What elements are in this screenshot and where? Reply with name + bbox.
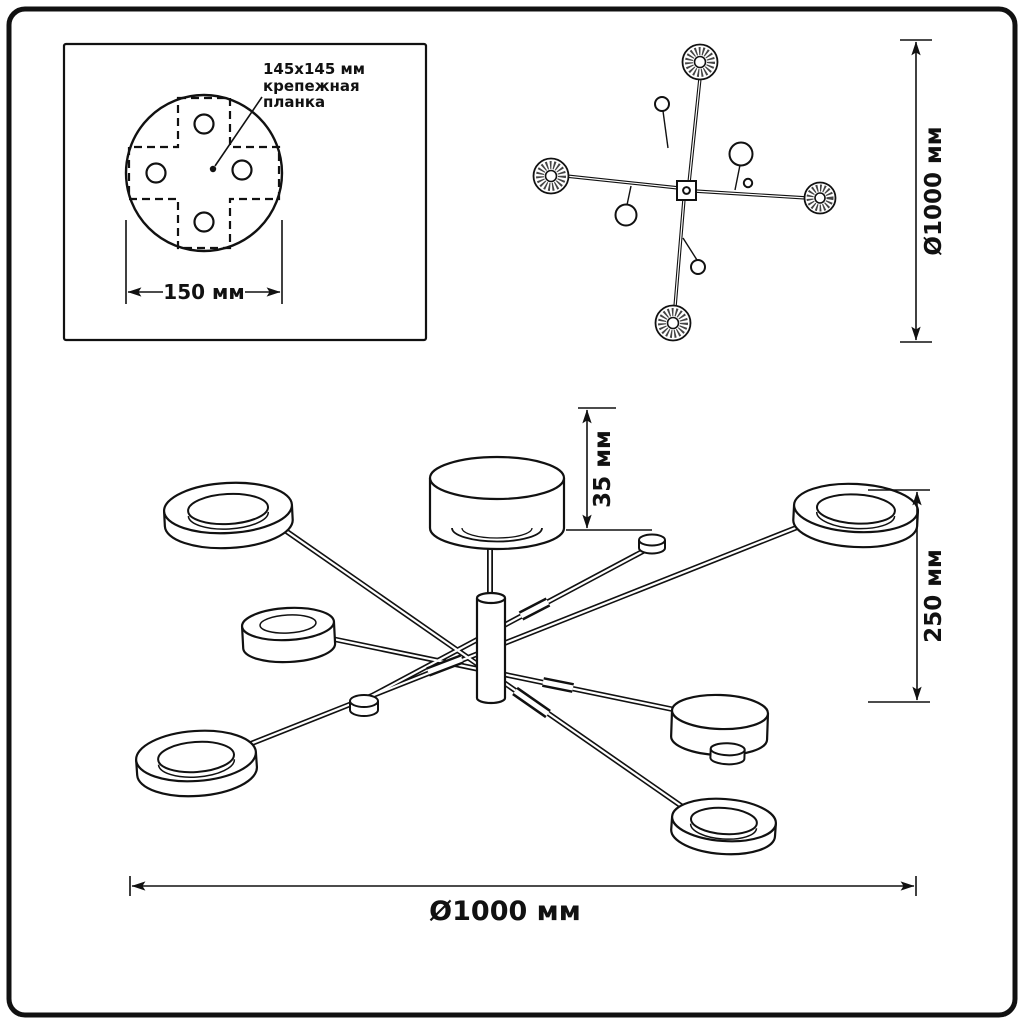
fixture-height-label: 250 мм (921, 549, 947, 643)
ceiling-canopy-drum (428, 455, 566, 551)
mounting-plate-detail (62, 42, 428, 342)
mounting-hole-bottom (193, 211, 215, 233)
callout-line3: планка (263, 93, 325, 111)
drum-light-mid-left (240, 606, 337, 664)
fixture-diameter-label: Ø1000 мм (429, 896, 581, 927)
callout-leader-line (214, 96, 263, 167)
mounting-hole-top (193, 113, 215, 135)
fixture-diameter-dimension (129, 876, 917, 896)
drum-light-bottom-right (670, 693, 770, 766)
callout-dimension-label: 145x145 мм (263, 60, 365, 78)
top-view (532, 43, 837, 342)
top-view-ring-left (532, 157, 570, 195)
ring-light-right (792, 482, 920, 549)
top-view-diameter-dimension (900, 39, 932, 343)
plate-width-dimension (125, 220, 283, 304)
canopy-height-dimension (566, 407, 652, 531)
top-diameter-label: Ø1000 мм (921, 126, 947, 255)
side-view (135, 455, 920, 856)
central-hub (475, 591, 507, 705)
page-border (6, 6, 1018, 1018)
rod-end-cap (349, 694, 379, 717)
ring-light-bottom-left (135, 729, 259, 798)
top-view-ring-bottom (654, 304, 692, 342)
center-point (209, 165, 217, 173)
mounting-hole-left (145, 162, 167, 184)
plate-width-label: 150 мм (163, 280, 244, 304)
rod-end-cap (638, 533, 666, 555)
callout-line2: крепежная (263, 77, 360, 95)
canopy-height-label: 35 мм (590, 430, 616, 508)
ball-stubs (626, 110, 741, 261)
decorative-balls (614, 96, 754, 275)
mounting-plate-cross (127, 96, 281, 250)
ring-light-bottom (670, 797, 777, 856)
canopy-circle (124, 93, 284, 253)
top-view-ring-top (681, 43, 719, 81)
top-view-center-hub (676, 180, 697, 201)
fixture-height-dimension (868, 489, 930, 703)
side-view-rods (249, 524, 799, 815)
mounting-hole-right (231, 159, 253, 181)
detail-box-border (62, 42, 428, 342)
ring-light-top-left (162, 481, 294, 550)
top-view-ring-right (803, 181, 837, 215)
